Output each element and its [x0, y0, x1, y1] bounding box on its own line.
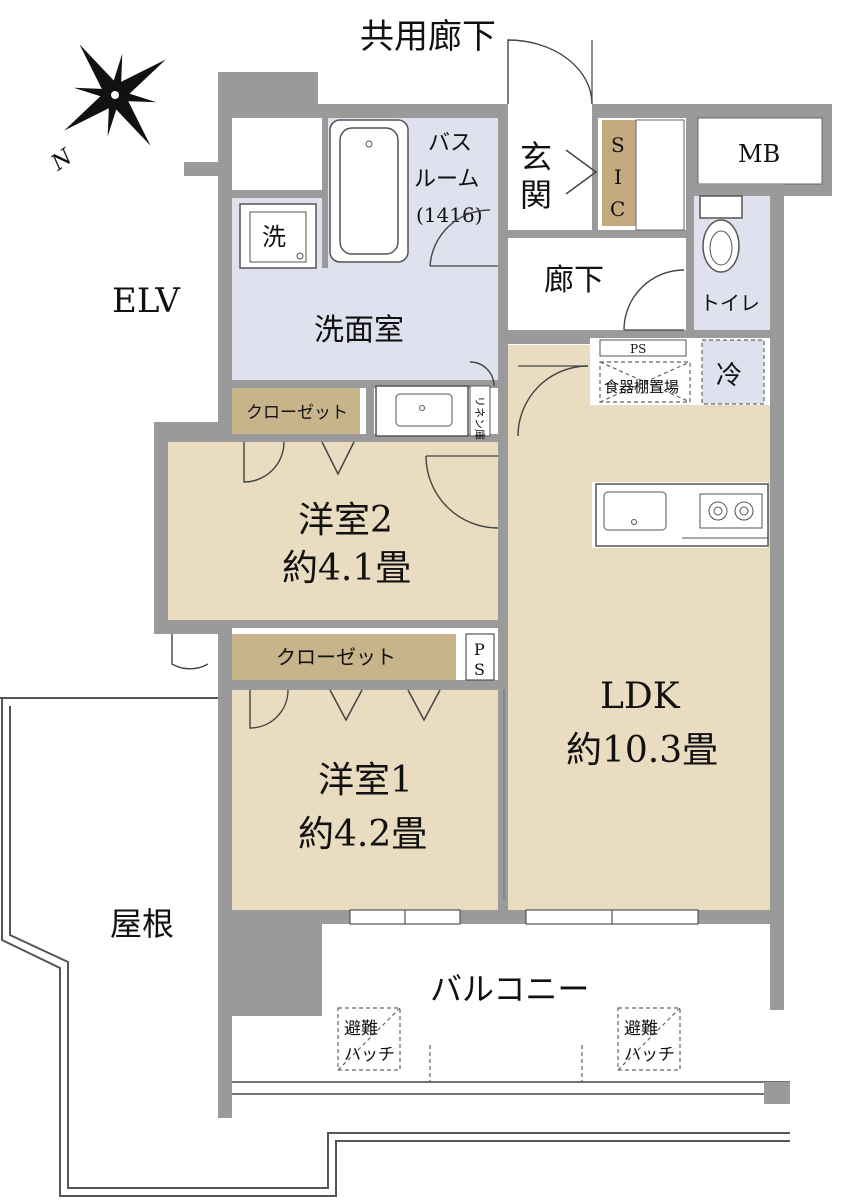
- mb-label: MB: [738, 140, 780, 168]
- roof-label: 屋根: [110, 905, 174, 943]
- compass-rose: [64, 44, 166, 146]
- closet-upper-label: クローゼット: [246, 403, 348, 423]
- corridor-label: 共用廊下: [360, 17, 496, 57]
- balcony-label: バルコニー: [430, 970, 589, 1008]
- closet-lower-label: クローゼット: [276, 645, 396, 669]
- ldk-name: LDK: [600, 676, 681, 717]
- closet-lower: [232, 634, 456, 680]
- pantry: 食器棚置場: [599, 361, 691, 403]
- bathroom-line2: ルーム: [414, 167, 479, 192]
- balcony: バルコニー 避難 ハッチ 避難 ハッチ: [232, 909, 790, 1104]
- room2-name: 洋室2: [298, 500, 393, 541]
- washer: 洗: [239, 203, 317, 269]
- escape-hatch-left: 避難 ハッチ: [337, 1007, 401, 1071]
- hatch-left-line2: ハッチ: [344, 1045, 395, 1065]
- escape-hatch-right: 避難 ハッチ: [617, 1007, 681, 1071]
- ps-side-line1: P: [474, 640, 485, 659]
- toilet-label: トイレ: [700, 291, 760, 315]
- wash-basin: [375, 385, 469, 437]
- bathroom-line1: バス: [428, 131, 472, 156]
- hallway-label: 廊下: [544, 263, 604, 298]
- toilet: トイレ: [699, 195, 760, 315]
- closet-upper: [232, 388, 360, 434]
- room1-size: 約4.2畳: [298, 814, 427, 855]
- entrance-door: [507, 39, 593, 105]
- pantry-label: 食器棚置場: [604, 378, 679, 396]
- fridge-label: 冷: [716, 361, 742, 391]
- elv-label: ELV: [112, 281, 181, 321]
- hatch-right-line1: 避難: [624, 1019, 658, 1039]
- genkan-line1: 玄: [520, 138, 552, 176]
- room-fills: [168, 118, 770, 910]
- room2-size: 約4.1畳: [282, 548, 411, 589]
- washroom-label: 洗面室: [314, 313, 404, 348]
- kitchen-counter: [595, 483, 769, 547]
- sic-line3: C: [610, 197, 625, 221]
- sic-line2: I: [614, 165, 622, 189]
- hatch-left-line1: 避難: [344, 1019, 378, 1039]
- walls: [154, 72, 832, 1118]
- sic-line1: S: [611, 133, 625, 157]
- washer-label: 洗: [262, 223, 286, 251]
- roof-area: 屋根: [0, 697, 790, 1197]
- hatch-right-line2: ハッチ: [624, 1045, 675, 1065]
- ps-top-label: PS: [630, 342, 646, 356]
- ldk-size: 約10.3畳: [566, 730, 718, 771]
- bathroom-line3: (1416): [416, 203, 483, 227]
- north-label: N: [46, 144, 78, 177]
- sic-box: [602, 120, 636, 226]
- fridge: 冷: [701, 339, 765, 405]
- ps-side-line2: S: [474, 660, 485, 679]
- bathroom: バス ルーム (1416): [329, 119, 498, 267]
- room1-name: 洋室1: [318, 760, 413, 801]
- genkan-line2: 関: [520, 176, 552, 214]
- linen-label: リネン庫: [473, 396, 487, 440]
